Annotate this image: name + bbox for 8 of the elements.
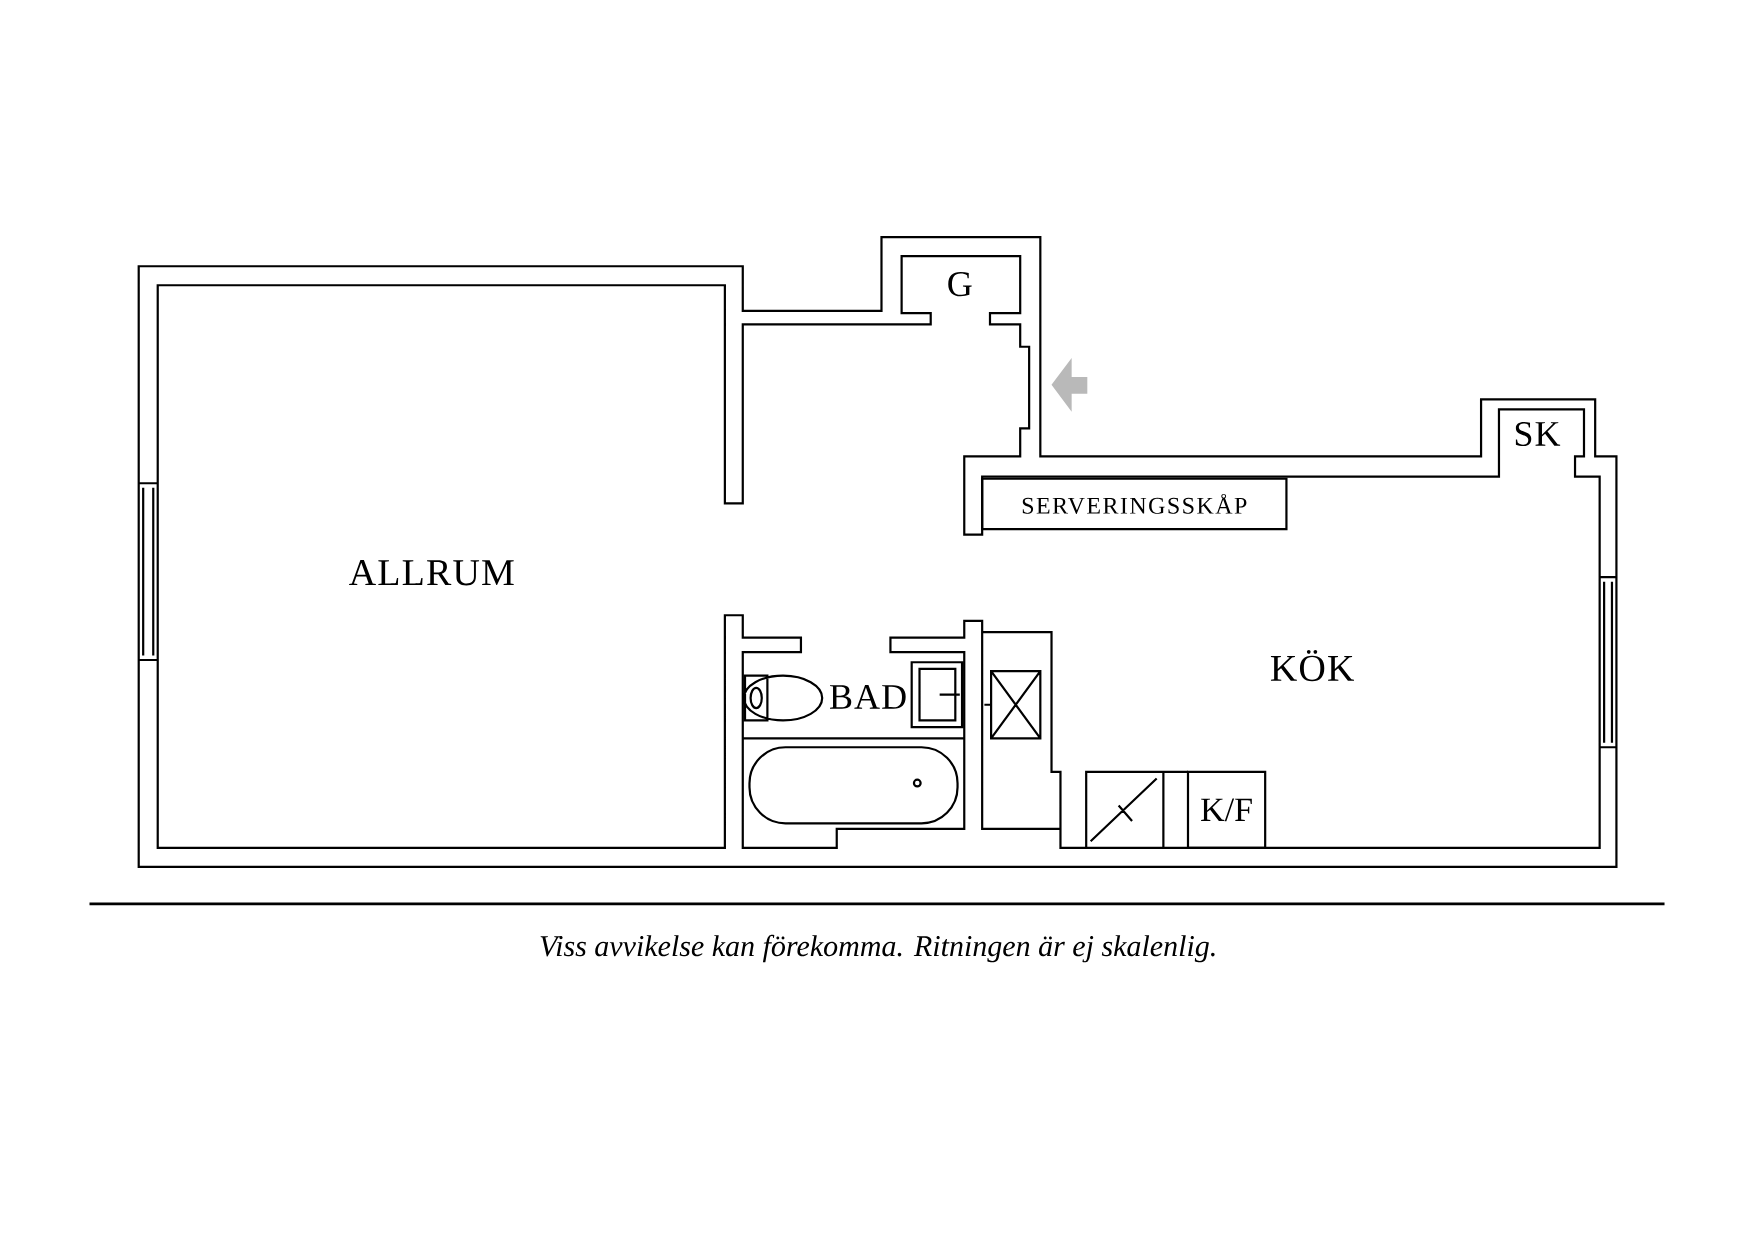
disclaimer-note: Viss avvikelse kan förekomma. Ritningen är ej skalenlig. [540,935,1215,963]
room-label: ALLRUM [349,560,514,586]
room-label: G [948,272,972,297]
cabinet-box: K/F [1186,771,1267,850]
cabinet-box: SERVERINGSSKÅP [981,477,1288,531]
room-label: SK [1515,422,1561,447]
room-label: BAD [830,685,906,710]
room-label: KÖK [1270,650,1354,682]
